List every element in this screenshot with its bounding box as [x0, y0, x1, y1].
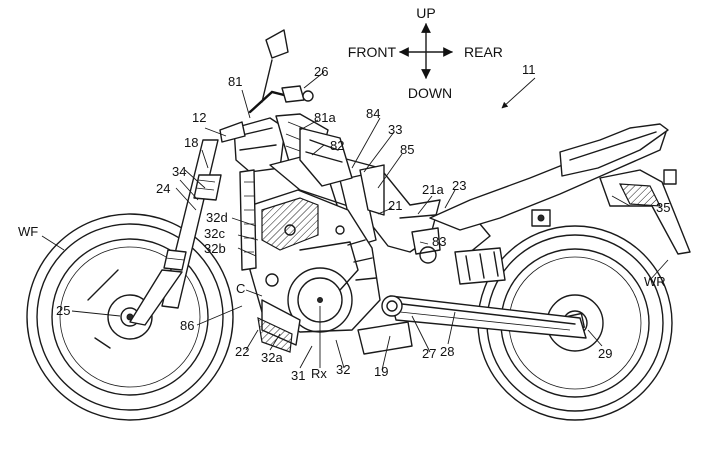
label-85: 85 [400, 142, 414, 157]
label-12: 12 [192, 110, 206, 125]
label-81a: 81a [314, 110, 336, 125]
label-21a: 21a [422, 182, 444, 197]
label-35: 35 [656, 200, 670, 215]
label-32: 32 [336, 362, 350, 377]
direction-rear: REAR [464, 44, 503, 60]
label-18: 18 [184, 135, 198, 150]
label-C: C [236, 281, 245, 296]
label-19: 19 [374, 364, 388, 379]
label-82: 82 [330, 138, 344, 153]
front-fork [129, 139, 222, 326]
label-24: 24 [156, 181, 170, 196]
label-22: 22 [235, 344, 249, 359]
label-25: 25 [56, 303, 70, 318]
label-81: 81 [228, 74, 242, 89]
label-28: 28 [440, 344, 454, 359]
label-32b: 32b [204, 241, 226, 256]
label-11: 11 [522, 62, 536, 77]
label-27: 27 [422, 346, 436, 361]
label-32d: 32d [206, 210, 228, 225]
label-84: 84 [366, 106, 380, 121]
direction-down: DOWN [408, 85, 452, 101]
label-31: 31 [291, 368, 305, 383]
direction-up: UP [416, 5, 435, 21]
label-WR: WR [644, 274, 666, 289]
swing-arm [357, 295, 587, 355]
label-32a: 32a [261, 350, 283, 365]
label-Rx: Rx [311, 366, 327, 381]
label-23: 23 [452, 178, 466, 193]
label-26: 26 [314, 64, 328, 79]
label-WF: WF [18, 224, 38, 239]
engine [239, 169, 381, 353]
label-29: 29 [598, 346, 612, 361]
label-33: 33 [388, 122, 402, 137]
direction-indicator: UP DOWN FRONT REAR [348, 5, 503, 101]
leader-lines [41, 71, 669, 371]
reference-labels: 11 12 18 34 24 81 26 81a 82 84 33 85 21 … [18, 62, 670, 383]
label-86: 86 [180, 318, 194, 333]
seat-tail [429, 123, 691, 255]
label-34: 34 [172, 164, 186, 179]
rear-suspension [454, 247, 506, 285]
label-32c: 32c [204, 226, 225, 241]
label-83: 83 [432, 234, 446, 249]
front-wheel [26, 213, 234, 421]
label-21: 21 [388, 198, 402, 213]
direction-front: FRONT [348, 44, 397, 60]
